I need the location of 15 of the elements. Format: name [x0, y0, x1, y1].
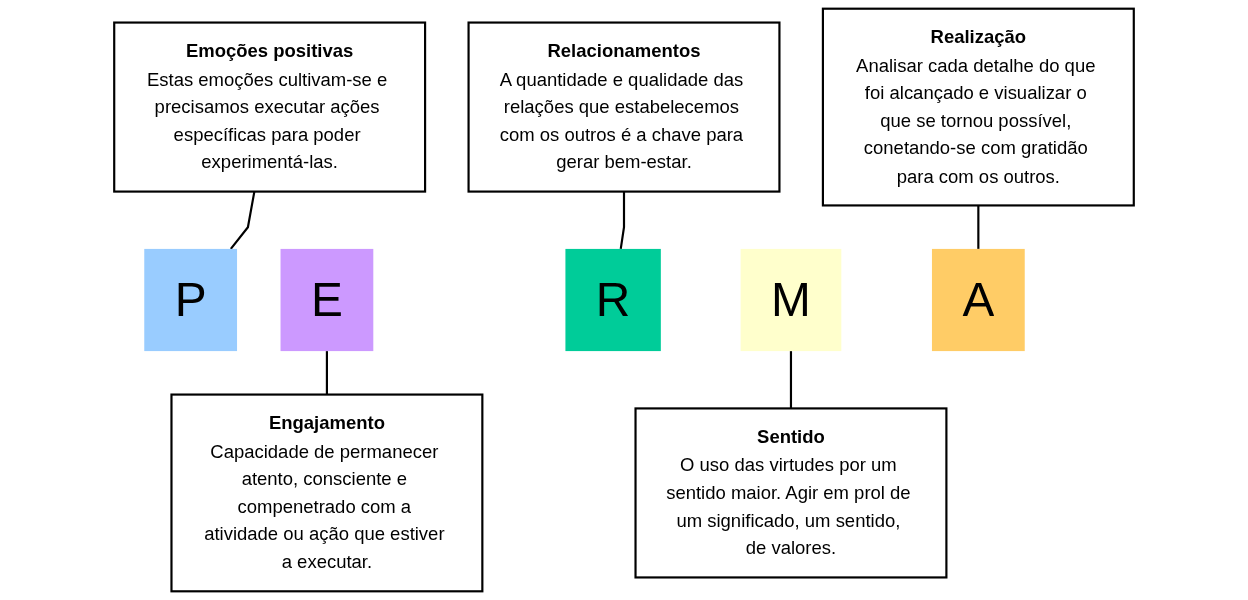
node-box	[565, 248, 661, 352]
node-box	[821, 7, 1135, 207]
connector	[977, 205, 980, 249]
connector	[619, 191, 626, 250]
node-box	[170, 393, 484, 593]
node-box	[467, 21, 781, 193]
connector	[229, 191, 256, 250]
node-box	[931, 248, 1025, 352]
node-box	[280, 248, 374, 352]
connector	[789, 351, 793, 409]
node-box	[144, 248, 238, 352]
node-box	[113, 21, 427, 193]
connector	[325, 351, 328, 395]
node-box	[740, 248, 842, 352]
node-box	[634, 407, 948, 579]
